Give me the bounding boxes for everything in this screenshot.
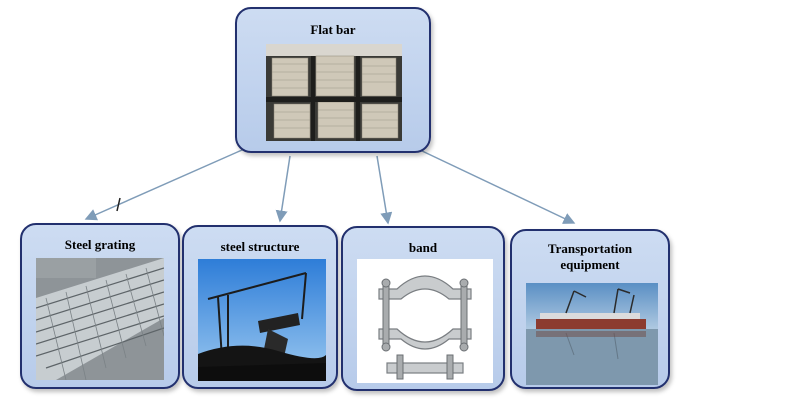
arrow-to-band <box>376 155 393 225</box>
band-label: band <box>408 240 438 255</box>
cursor-mark <box>116 197 121 212</box>
band-image <box>357 259 493 383</box>
arrow-to-transportation <box>419 149 576 224</box>
band-node: band <box>341 226 505 391</box>
transportation-node: Transportation equipment <box>510 229 670 389</box>
arrow-to-steel-grating <box>84 149 243 221</box>
steel-structure-node: steel structure <box>182 225 338 389</box>
steel-grating-image <box>36 258 164 380</box>
transportation-label: Transportation equipment <box>547 241 633 272</box>
steel-structure-label: steel structure <box>220 239 300 254</box>
flat-bar-node: Flat bar <box>235 7 431 153</box>
arrow-to-steel-structure <box>275 155 291 223</box>
transportation-image <box>526 283 658 385</box>
steel-structure-image <box>198 259 326 381</box>
flat-bar-image <box>266 44 402 141</box>
steel-grating-label: Steel grating <box>64 237 136 252</box>
flat-bar-label: Flat bar <box>310 22 356 37</box>
steel-grating-node: Steel grating <box>20 223 180 389</box>
